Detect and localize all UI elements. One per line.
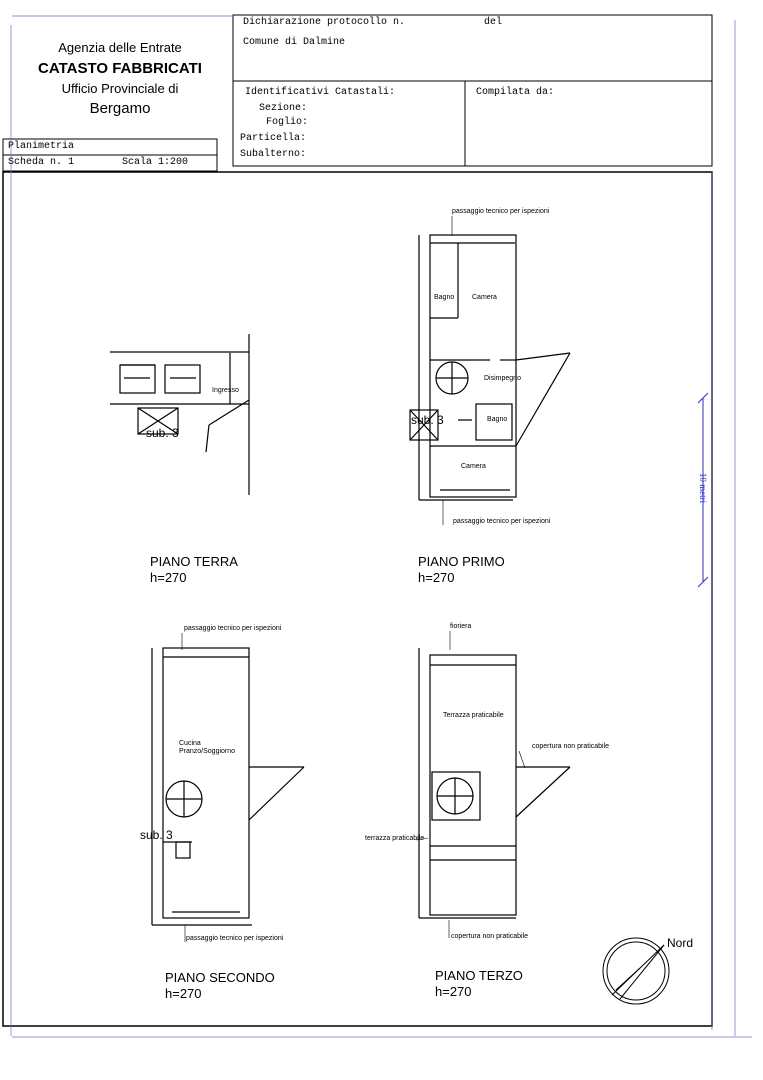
main-frame (2, 171, 713, 1027)
scale-bar (697, 392, 709, 588)
piano-secondo-plan (151, 647, 305, 926)
particella-label: Particella: (240, 133, 307, 144)
foglio-label: Foglio: (266, 117, 309, 128)
terzo-copertura-1: copertura non praticabile (532, 743, 610, 750)
terzo-fioriera: fioriera (450, 623, 472, 630)
primo-camera-2: Camera (461, 463, 486, 470)
city-name: Bergamo (89, 100, 151, 117)
terzo-terrazza: Terrazza praticabile (443, 712, 504, 719)
secondo-floor-name: PIANO SECONDO (165, 970, 275, 985)
secondo-floor-height: h=270 (165, 986, 202, 1001)
terra-floor-name: PIANO TERRA (150, 554, 238, 569)
primo-bagno-2: Bagno (487, 416, 508, 423)
secondo-cucina: Cucina (179, 740, 201, 747)
terra-floor-height: h=270 (150, 570, 187, 585)
ufficio-label: Ufficio Provinciale di (61, 81, 179, 96)
primo-floor-height: h=270 (418, 570, 455, 585)
planimetria-label: Planimetria (8, 141, 75, 152)
scala-label: Scala 1:200 (122, 157, 189, 168)
primo-disimpegno: Disimpegno (484, 375, 521, 382)
terzo-copertura-2: copertura non praticabile (451, 933, 529, 940)
compilata-label: Compilata da: (476, 87, 555, 98)
subalterno-label: Subalterno: (240, 149, 307, 160)
secondo-sub-label: sub. 3 (140, 828, 173, 842)
terzo-terrazza-2: terrazza praticabile (365, 835, 425, 842)
ingresso-label: Ingresso (212, 387, 239, 394)
catasto-title: CATASTO FABBRICATI (38, 60, 202, 77)
sezione-label: Sezione: (259, 103, 308, 114)
north-symbol (602, 937, 670, 1005)
piano-terzo-plan (418, 648, 571, 919)
protocol-label: Dichiarazione protocollo n. (243, 17, 406, 28)
primo-camera-1: Camera (472, 294, 497, 301)
primo-bagno-1: Bagno (434, 294, 455, 301)
primo-passaggio-top: passaggio tecnico per ispezioni (452, 208, 550, 215)
terzo-floor-height: h=270 (435, 984, 472, 999)
scheda-label: Scheda n. 1 (8, 157, 75, 168)
piano-terra-plan (110, 334, 250, 495)
primo-floor-name: PIANO PRIMO (418, 554, 505, 569)
ident-box (232, 80, 713, 167)
comune-label: Comune di Dalmine (243, 37, 346, 48)
piano-primo-plan (409, 234, 571, 501)
primo-passaggio-bottom: passaggio tecnico per ispezioni (453, 518, 551, 525)
primo-sub-label: sub. 3 (411, 413, 444, 427)
secondo-passaggio-top: passaggio tecnico per ispezioni (184, 625, 282, 632)
secondo-pranzo: Pranzo/Soggiorno (179, 748, 236, 755)
leader-lines (181, 216, 526, 942)
secondo-passaggio-bottom: passaggio tecnico per ispezioni (186, 935, 284, 942)
sheet-guides (10, 15, 752, 1038)
terzo-floor-name: PIANO TERZO (435, 968, 523, 983)
north-label: Nord (667, 936, 694, 950)
terra-sub-label: sub. 3 (146, 426, 179, 440)
scale-bar-label: 10 metri (698, 472, 709, 504)
ident-label: Identificativi Catastali: (245, 87, 396, 98)
del-label: del (484, 17, 503, 28)
agency-name: Agenzia delle Entrate (58, 40, 182, 55)
